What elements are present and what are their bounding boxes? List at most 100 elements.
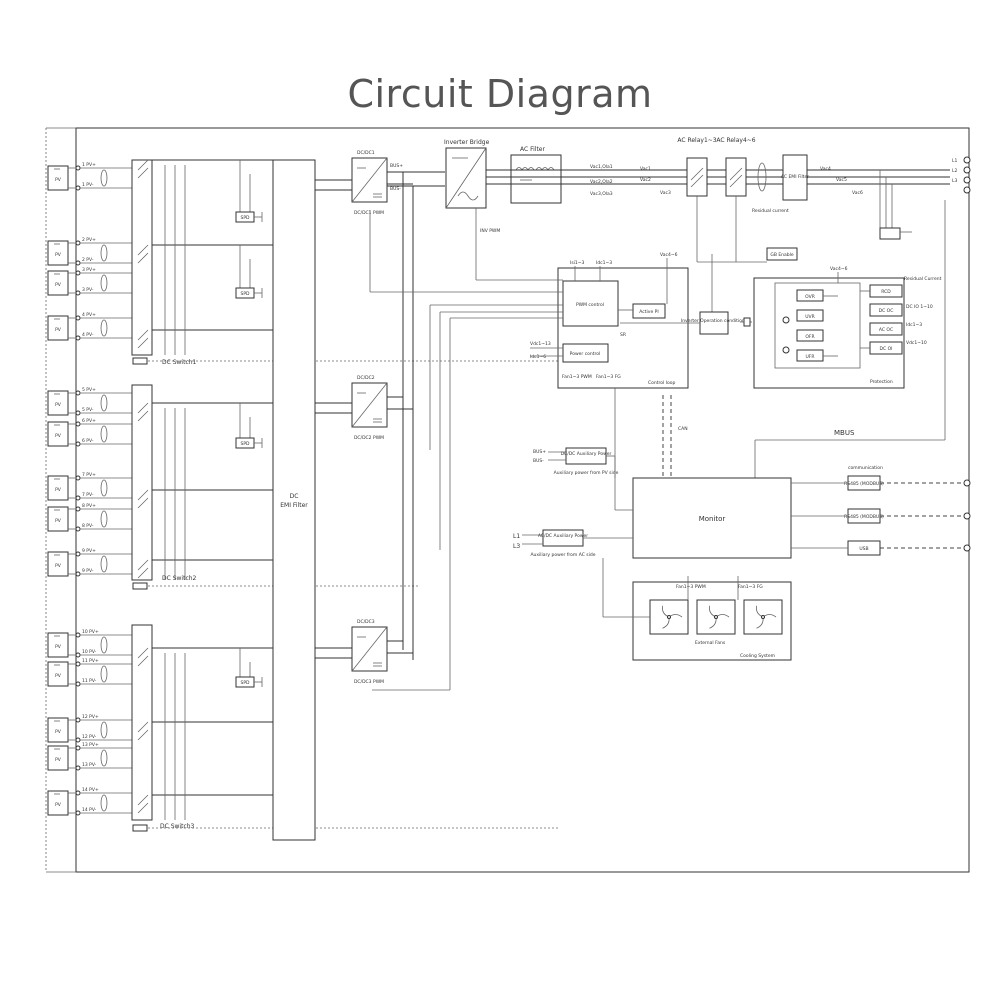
- current-sensor: [100, 169, 108, 187]
- pv-terminal-plus: [75, 390, 81, 396]
- pv-module: PV1 PV+1 PV-: [47, 162, 132, 191]
- pv-module-label: PV: [55, 729, 62, 735]
- dcdc-name: DC/DC3: [357, 619, 375, 625]
- protection-block: Protection Residual Current Vac4~6 DC IO…: [753, 266, 942, 389]
- current-sensor: [100, 244, 108, 262]
- protection-right-label: RCD: [881, 289, 891, 295]
- protection-right-label: DC OC: [879, 308, 894, 314]
- ac-filter: AC Filter: [510, 146, 562, 204]
- pv-module-label: PV: [55, 757, 62, 763]
- pv-module-label: PV: [55, 433, 62, 439]
- ac-emi-filter-label: AC EMI Filter: [781, 174, 809, 180]
- pv-terminal-minus: [75, 737, 81, 743]
- comm-terminal: [963, 512, 971, 520]
- bus-plus-label: BUS+: [390, 163, 403, 169]
- pwm-control-block: [562, 280, 619, 327]
- pv-terminal-minus: [75, 290, 81, 296]
- relay-2-label: AC Relay4~6: [716, 137, 755, 144]
- switch-wiring: [137, 159, 352, 820]
- pv-terminal-minus-label: 4 PV-: [82, 332, 94, 338]
- monitor-block[interactable]: Monitor: [632, 477, 792, 559]
- pv-module-box: [47, 165, 69, 191]
- can-label: CAN: [678, 426, 688, 432]
- svg-text:Vac4: Vac4: [820, 166, 831, 172]
- dc-switch-2[interactable]: DC Switch2: [131, 384, 197, 590]
- pv-terminal-plus-label: 13 PV+: [82, 742, 99, 748]
- current-sensor: [100, 479, 108, 497]
- pv-module-box: [47, 717, 69, 743]
- pv-module-box: [47, 421, 69, 447]
- pv-terminal-plus: [75, 745, 81, 751]
- svg-text:L1: L1: [513, 533, 520, 540]
- pv-module-label: PV: [55, 518, 62, 524]
- active-pi-block: [632, 303, 666, 319]
- protection-label: Protection: [870, 379, 893, 385]
- aux-dc-power: DC/DC Auxiliary Power Auxiliary power fr…: [533, 447, 619, 476]
- switch-contact: [137, 729, 149, 741]
- svg-text:BUS-: BUS-: [533, 458, 544, 464]
- pv-module-box: [47, 661, 69, 687]
- pv-terminal-minus: [75, 495, 81, 501]
- switch-contact: [137, 802, 149, 814]
- pv-terminal-plus-label: 14 PV+: [82, 787, 99, 793]
- svg-text:Auxiliary power from AC side: Auxiliary power from AC side: [530, 552, 595, 558]
- comm-port-label: RS485 (MODBUS): [844, 514, 884, 520]
- gb-enable-block: [766, 247, 798, 261]
- pv-terminal-minus-label: 7 PV-: [82, 492, 94, 498]
- pv-terminal-minus: [75, 571, 81, 577]
- dcdc-pwm-label: DC/DC2 PWM: [354, 435, 384, 441]
- svg-text:SR: SR: [620, 332, 626, 338]
- pv-module: PV5 PV+5 PV-: [47, 387, 132, 416]
- communication-label: communication: [848, 465, 883, 471]
- pv-terminal-minus: [75, 526, 81, 532]
- relay-1-label: AC Relay1~3: [677, 137, 716, 144]
- pv-terminal-minus: [75, 810, 81, 816]
- protection-right-label: AC OC: [879, 327, 893, 333]
- switch-contact: [137, 794, 149, 806]
- pv-module-box: [47, 745, 69, 771]
- svg-text:L3: L3: [513, 543, 520, 550]
- fan-icon: [743, 599, 783, 635]
- svg-text:Fan1~3 FG: Fan1~3 FG: [596, 374, 621, 380]
- pv-terminal-plus-label: 1 PV+: [82, 162, 96, 168]
- svg-text:Isi1~3: Isi1~3: [570, 260, 585, 266]
- pv-terminal-minus-label: 14 PV-: [82, 807, 97, 813]
- svg-text:DC/DC Auxiliary Power: DC/DC Auxiliary Power: [561, 451, 612, 457]
- or-gate: [782, 316, 790, 324]
- emi-filter-line2: EMI Filter: [280, 502, 308, 509]
- switch-contact: [137, 337, 149, 349]
- dc-switch-1[interactable]: DC Switch1: [131, 159, 197, 366]
- svg-text:Vdc1~10: Vdc1~10: [906, 340, 927, 346]
- control-loop-block: PWM control Active PI Power control Cont…: [530, 252, 689, 389]
- pv-module: PV6 PV+6 PV-: [47, 418, 132, 447]
- pv-terminal-minus: [75, 441, 81, 447]
- switch-contact: [137, 244, 149, 256]
- protection-block-label: UFR: [805, 354, 814, 360]
- ac-relay-1[interactable]: AC Relay1~3: [677, 137, 717, 197]
- pv-terminal-plus-label: 5 PV+: [82, 387, 96, 393]
- ac-relay-2[interactable]: AC Relay4~6: [716, 137, 756, 197]
- aux-ac-power: AC/DC Auxiliary Power Auxiliary power fr…: [513, 529, 596, 558]
- or-gate: [782, 346, 790, 354]
- pv-terminal-minus-label: 3 PV-: [82, 287, 94, 293]
- spd-label: SPD: [240, 680, 250, 686]
- pv-terminal-minus: [75, 681, 81, 687]
- pv-terminal-plus: [75, 661, 81, 667]
- pv-terminal-minus-label: 1 PV-: [82, 182, 94, 188]
- dcdc-name: DC/DC1: [357, 150, 375, 156]
- pv-terminal-minus-label: 9 PV-: [82, 568, 94, 574]
- communication-group: RS485 (MODBUS)RS485 (MODBUS)USB: [791, 475, 971, 556]
- current-sensor: [100, 510, 108, 528]
- pv-module-label: PV: [55, 252, 62, 258]
- svg-text:Vac2: Vac2: [640, 177, 651, 183]
- svg-text:Vac2,Ola2: Vac2,Ola2: [590, 179, 613, 185]
- external-fans-label: External Fans: [695, 640, 726, 646]
